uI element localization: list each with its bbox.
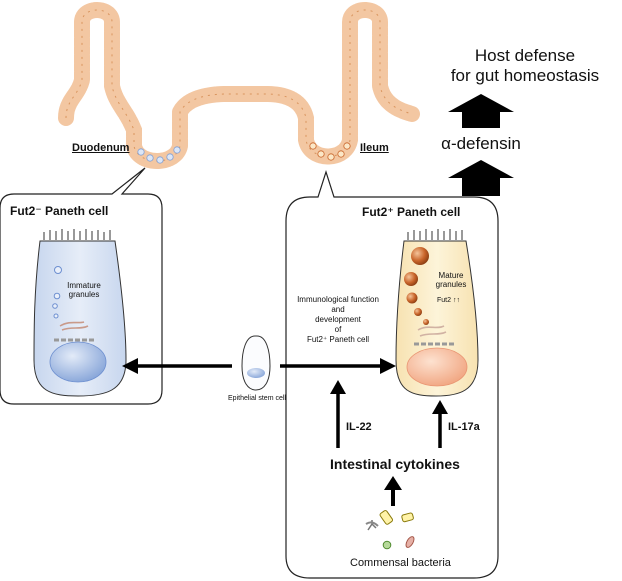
il17a-label: IL-17a <box>448 421 480 433</box>
fut2-positive-title: Fut2⁺ Paneth cell <box>362 205 461 219</box>
commensal-bacteria-shapes <box>365 510 415 550</box>
ileum-label: Ileum <box>360 142 389 154</box>
alpha-defensin-label: α-defensin <box>441 134 521 153</box>
duodenum-crypt-cells <box>137 146 181 164</box>
host-defense-label: Host defense for gut homeostasis <box>440 46 610 86</box>
ileum-crypt-cells <box>309 142 351 161</box>
upward-arrow-bottom <box>448 160 514 196</box>
il22-label: IL-22 <box>346 421 372 433</box>
host-defense-line2: for gut homeostasis <box>450 66 600 85</box>
fut2-positive-paneth-cell <box>395 229 479 397</box>
intestinal-villi <box>58 2 420 169</box>
immature-line2: granules <box>68 290 100 299</box>
function-line5: Fut2⁺ Paneth cell <box>306 335 370 344</box>
commensal-bacteria-label: Commensal bacteria <box>350 557 451 569</box>
function-line4: of <box>334 325 342 334</box>
host-defense-line1: Host defense <box>474 46 576 65</box>
function-line1: Immunological function <box>297 295 379 304</box>
left-callout-box <box>0 167 163 405</box>
stem-cell-label: Epithelial stem cell <box>228 395 286 402</box>
arrow-to-fut2-negative <box>122 358 232 374</box>
function-label: Immunological function and development o… <box>282 295 394 345</box>
duodenum-label: Duodenum <box>72 142 130 154</box>
function-line2: and <box>331 305 345 314</box>
mature-line1: Mature <box>438 271 464 280</box>
fut2-negative-title: Fut2⁻ Paneth cell <box>10 204 109 218</box>
function-line3: development <box>315 315 361 324</box>
immature-granules-label: Immature granules <box>56 281 112 299</box>
intestinal-cytokines-label: Intestinal cytokines <box>330 456 460 472</box>
epithelial-stem-cell <box>241 335 271 391</box>
arrow-to-fut2-positive <box>280 358 396 374</box>
immature-line1: Immature <box>67 281 101 290</box>
fut2-upregulated-label: Fut2 ↑↑ <box>437 297 460 304</box>
bacteria-arrow <box>384 476 402 506</box>
mature-granules-label: Mature granules <box>426 271 476 289</box>
upward-arrow-top <box>448 94 514 128</box>
right-callout-box <box>285 170 499 579</box>
mature-line2: granules <box>435 280 467 289</box>
il17a-arrow <box>432 400 448 448</box>
il22-arrow <box>330 380 346 448</box>
fut2-negative-paneth-cell <box>33 229 127 397</box>
